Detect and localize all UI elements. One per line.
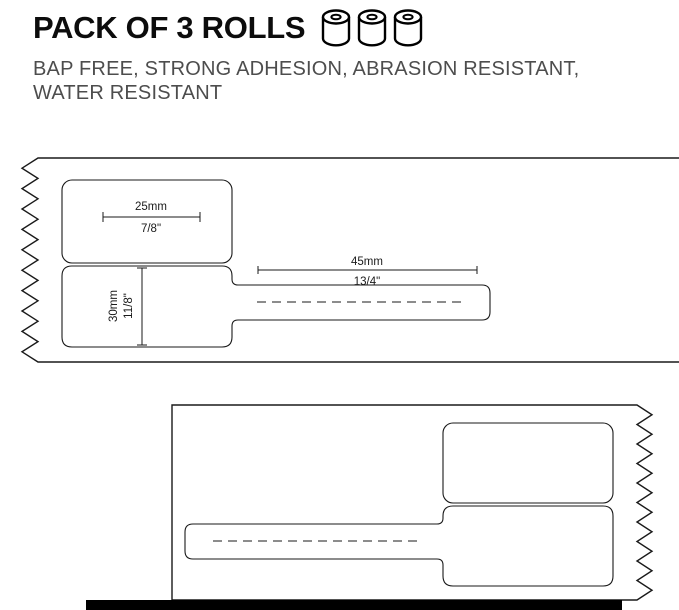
page-title: PACK OF 3 ROLLS — [33, 10, 306, 45]
dim-width-mm: 25mm — [135, 201, 167, 213]
subtitle-line-2: WATER RESISTANT — [33, 82, 223, 105]
label-strip-diagram-bottom — [171, 404, 654, 601]
subtitle: BAP FREE, STRONG ADHESION, ABRASION RESI… — [33, 57, 653, 106]
dim-tail-inch: 13/4" — [354, 276, 380, 288]
subtitle-line-1: BAP FREE, STRONG ADHESION, ABRASION RESI… — [33, 58, 580, 80]
paper-roll-icon — [322, 9, 351, 47]
dim-tail-mm: 45mm — [351, 256, 383, 268]
title-row: PACK OF 3 ROLLS — [33, 8, 653, 48]
strip-outline-zigzag-left-edge — [20, 157, 679, 363]
paper-roll-icon — [394, 9, 423, 47]
roll-icons-group — [321, 8, 423, 48]
label-strip-diagram-top: 25mm 7/8" 30mm 11/8" 45mm 13/4" — [20, 157, 679, 363]
label-outline-upper — [61, 179, 233, 264]
dim-height-mm: 30mm — [108, 290, 120, 322]
label-outline-lower-with-tail-mirrored — [184, 505, 614, 587]
label-outline-upper-mirrored — [442, 422, 614, 504]
paper-roll-icon — [358, 9, 387, 47]
bottom-edge-bar — [86, 600, 622, 610]
label-outline-lower-with-tail — [61, 265, 491, 348]
strip-outline-zigzag-right-edge — [171, 404, 654, 601]
header: PACK OF 3 ROLLS — [33, 8, 653, 106]
dim-width-inch: 7/8" — [141, 223, 161, 235]
dim-height-inch: 11/8" — [123, 293, 135, 319]
